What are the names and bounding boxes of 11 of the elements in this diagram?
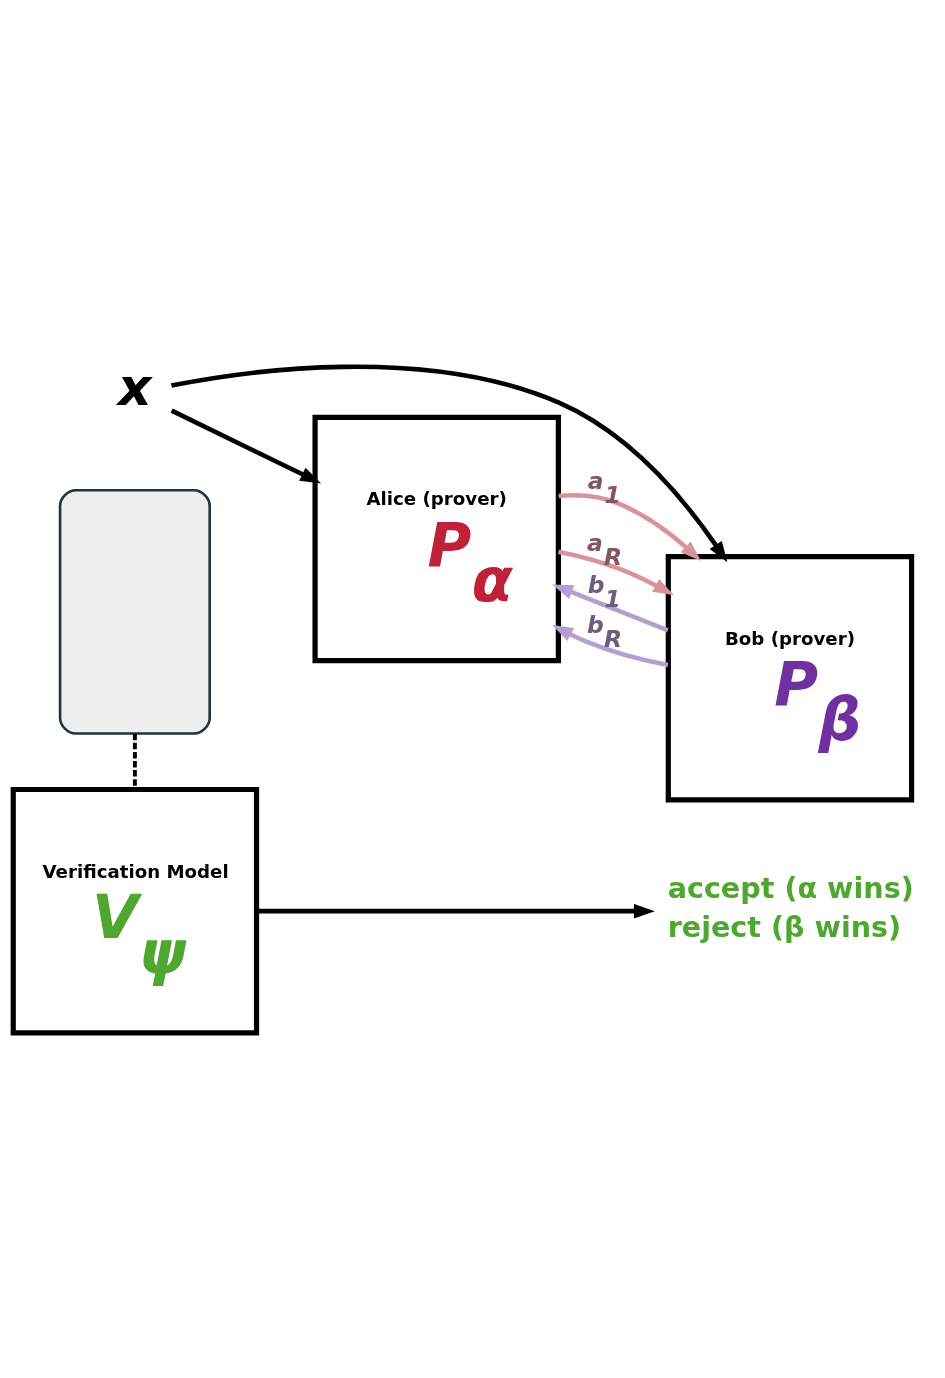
- arrow: [552, 584, 669, 633]
- arrow: [170, 408, 322, 484]
- arrow: [171, 364, 728, 563]
- connector: [132, 733, 137, 789]
- arrow: [552, 625, 669, 668]
- arrow: [256, 903, 655, 919]
- node-box: [58, 488, 211, 735]
- arrow: [558, 549, 675, 596]
- node-text: x: [117, 357, 152, 418]
- node-text: accept (α wins) reject (β wins): [667, 870, 914, 944]
- arrow: [558, 493, 701, 561]
